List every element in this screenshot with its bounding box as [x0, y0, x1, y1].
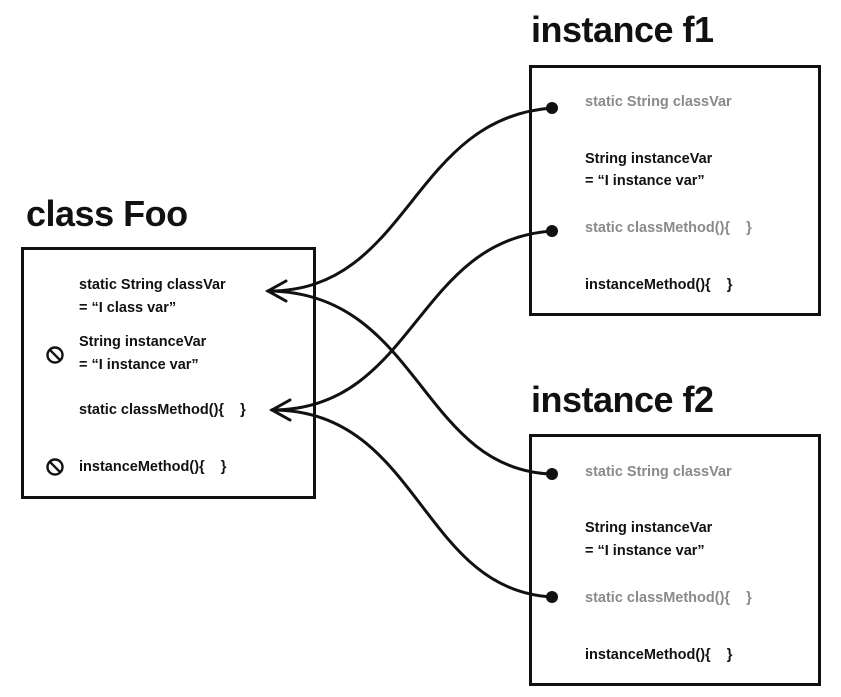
- f1-instancevar-value: = “I instance var”: [585, 173, 705, 189]
- dot-f1-classvar: [546, 102, 558, 114]
- dot-f2-classvar: [546, 468, 558, 480]
- instance-f1-box: [529, 65, 821, 316]
- f2-instancevar-value: = “I instance var”: [585, 543, 705, 559]
- prohibited-icon: [46, 458, 64, 476]
- instance-f1-title: instance f1: [531, 9, 714, 50]
- arrow-f1-classvar: [266, 106, 554, 293]
- f2-instancevar-decl: String instanceVar: [585, 520, 713, 536]
- f1-classvar: static String classVar: [585, 94, 732, 110]
- arrow-f1-classmethod: [270, 229, 554, 412]
- f1-instancevar-decl: String instanceVar: [585, 151, 713, 167]
- instance-f2-title: instance f2: [531, 379, 714, 420]
- f2-classmethod: static classMethod(){ }: [585, 590, 752, 606]
- foo-classvar-decl: static String classVar: [79, 277, 226, 293]
- f2-classvar: static String classVar: [585, 464, 732, 480]
- f1-instancemethod: instanceMethod(){ }: [585, 277, 733, 293]
- foo-classvar-value: = “I class var”: [79, 300, 177, 316]
- foo-instancemethod: instanceMethod(){ }: [79, 459, 227, 475]
- arrowhead-classvar: [264, 279, 288, 303]
- foo-classmethod: static classMethod(){ }: [79, 402, 246, 418]
- foo-instancevar-value: = “I instance var”: [79, 357, 199, 373]
- f1-classmethod: static classMethod(){ }: [585, 220, 752, 236]
- arrow-f2-classmethod: [270, 408, 554, 599]
- foo-instancevar-decl: String instanceVar: [79, 334, 207, 350]
- prohibited-icon: [46, 346, 64, 364]
- arrow-f2-classvar: [266, 289, 554, 476]
- class-foo-title: class Foo: [26, 193, 188, 234]
- instance-f2-box: [529, 434, 821, 686]
- f2-instancemethod: instanceMethod(){ }: [585, 647, 733, 663]
- class-foo-box: [21, 247, 316, 499]
- dot-f2-classmethod: [546, 591, 558, 603]
- dot-f1-classmethod: [546, 225, 558, 237]
- arrowhead-classmethod: [268, 398, 292, 422]
